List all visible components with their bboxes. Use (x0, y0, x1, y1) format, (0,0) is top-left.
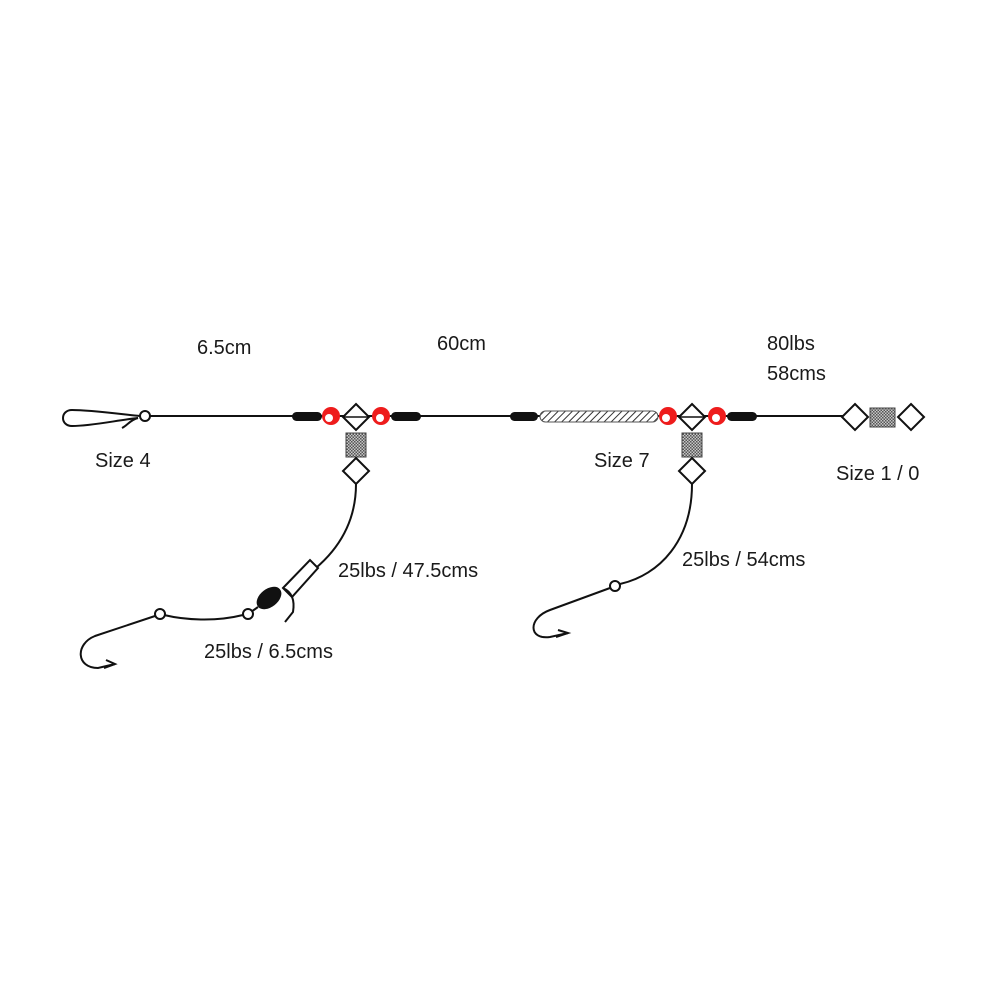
crimp-icon (727, 412, 757, 421)
label-size-7: Size 7 (594, 450, 650, 472)
label-dropper2-leader: 25lbs / 54cms (682, 549, 806, 571)
label-size-4: Size 4 (95, 450, 151, 472)
label-60cm: 60cm (437, 333, 486, 355)
spinner-icon (281, 558, 320, 599)
label-6-5cm: 6.5cm (197, 337, 252, 359)
dropper-2 (532, 483, 693, 639)
crimp-icon (292, 412, 322, 421)
label-dropper1-leader: 25lbs / 47.5cms (338, 560, 479, 582)
swivel-icon (677, 402, 707, 486)
label-dropper1-snood: 25lbs / 6.5cms (204, 641, 333, 663)
swivel-icon (341, 402, 371, 486)
label-80lbs: 80lbs (767, 333, 815, 355)
crimp-icon (391, 412, 421, 421)
sleeve-icon (539, 410, 659, 423)
red-bead-icon (708, 407, 726, 425)
clip-icon (62, 408, 151, 429)
red-bead-icon (659, 407, 677, 425)
label-size-1-0: Size 1 / 0 (836, 463, 920, 485)
dropper-1 (79, 483, 357, 670)
end-swivel-icon (840, 402, 926, 432)
red-bead-icon (322, 407, 340, 425)
label-58cms: 58cms (767, 363, 826, 385)
red-bead-icon (372, 407, 390, 425)
crimp-icon (510, 412, 538, 421)
